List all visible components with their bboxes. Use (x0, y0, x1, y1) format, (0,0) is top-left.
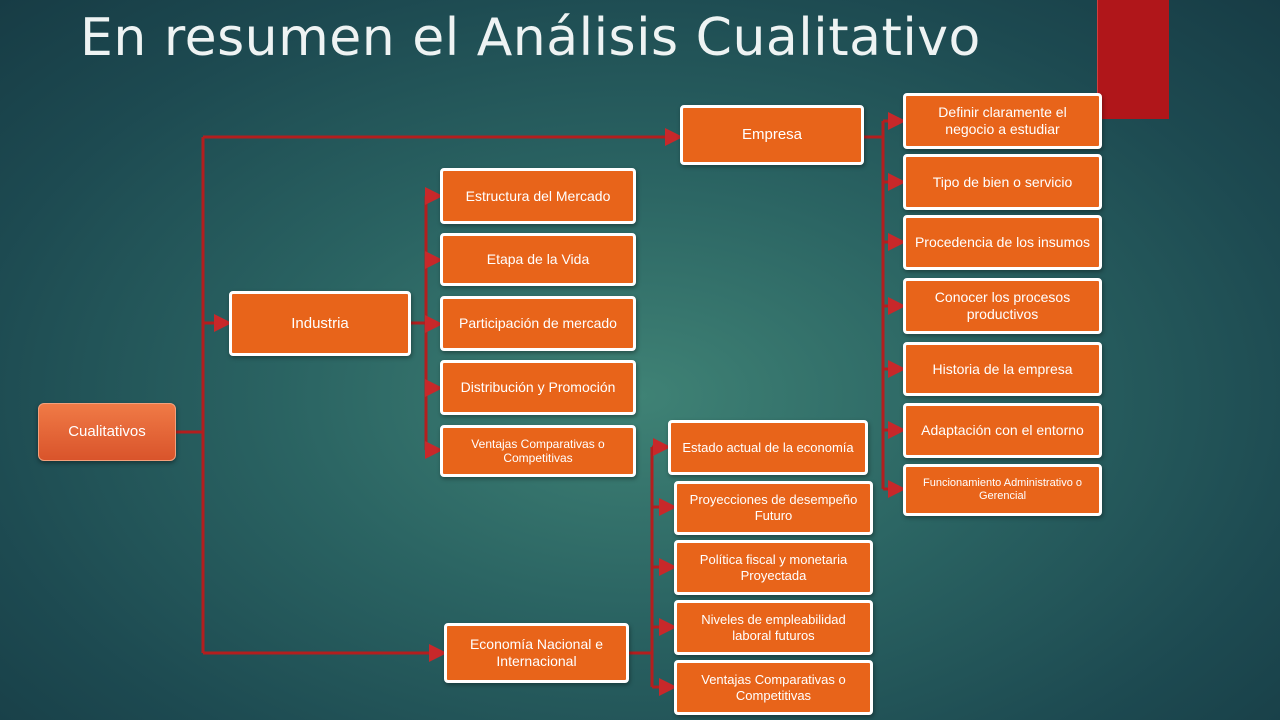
node-empresa-adaptacion: Adaptación con el entorno (903, 403, 1102, 458)
connector-root-trunk (176, 137, 205, 653)
node-cualitativos: Cualitativos (38, 403, 176, 461)
node-economia-empleabilidad: Niveles de empleabilidad laboral futuros (674, 600, 873, 655)
slide-title: En resumen el Análisis Cualitativo (80, 8, 981, 68)
connector-economia-trunk (629, 447, 654, 687)
node-empresa-definir: Definir claramente el negocio a estudiar (903, 93, 1102, 149)
node-empresa-procesos: Conocer los procesos productivos (903, 278, 1102, 334)
node-industria-participacion: Participación de mercado (440, 296, 636, 351)
node-industria-etapa: Etapa de la Vida (440, 233, 636, 286)
accent-bar (1097, 0, 1169, 119)
node-economia-estado: Estado actual de la economía (668, 420, 868, 475)
node-economia-proyecciones: Proyecciones de desempeño Futuro (674, 481, 873, 535)
node-economia-ventajas: Ventajas Comparativas o Competitivas (674, 660, 873, 715)
connector-industria-trunk (411, 196, 428, 450)
node-industria-ventajas: Ventajas Comparativas o Competitivas (440, 425, 636, 477)
node-empresa-historia: Historia de la empresa (903, 342, 1102, 396)
node-industria: Industria (229, 291, 411, 356)
node-empresa-procedencia: Procedencia de los insumos (903, 215, 1102, 270)
node-economia: Economía Nacional e Internacional (444, 623, 629, 683)
node-empresa: Empresa (680, 105, 864, 165)
node-empresa-funcionamiento: Funcionamiento Administrativo o Gerencia… (903, 464, 1102, 516)
node-empresa-tipo: Tipo de bien o servicio (903, 154, 1102, 210)
node-industria-distribucion: Distribución y Promoción (440, 360, 636, 415)
node-industria-estructura: Estructura del Mercado (440, 168, 636, 224)
node-economia-politica: Política fiscal y monetaria Proyectada (674, 540, 873, 595)
